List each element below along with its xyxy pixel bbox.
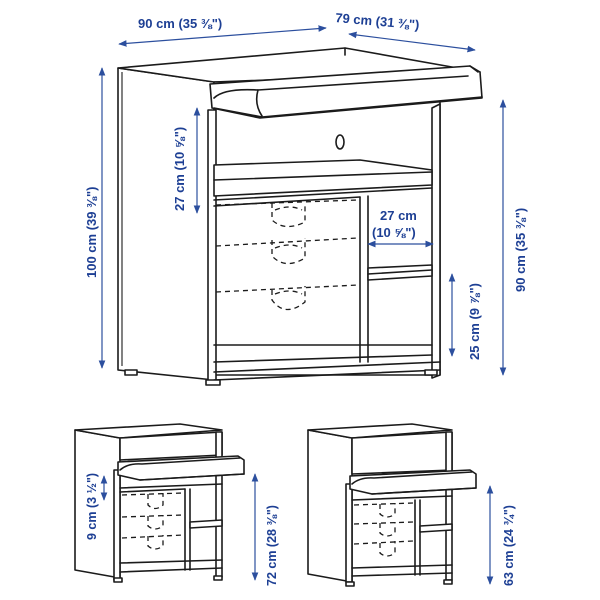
small-left-height-dimension: 72 cm (28 ⅜") bbox=[251, 473, 279, 586]
main-height-dimension: 100 cm (39 ⅜") bbox=[84, 67, 106, 369]
main-depth-label: 79 cm (31 ⅜") bbox=[335, 10, 420, 32]
small-left-rail-dimension: 9 cm (3 ½") bbox=[85, 473, 108, 540]
main-table-height-label: 90 cm (35 ⅜") bbox=[513, 208, 528, 292]
main-depth-dimension: 79 cm (31 ⅜") bbox=[335, 10, 476, 53]
small-right-unit bbox=[307, 423, 477, 587]
small-left-unit bbox=[74, 423, 245, 583]
compartment-width-in-label: (10 ⅝") bbox=[372, 225, 416, 240]
main-shelf-height-label: 27 cm (10 ⅝") bbox=[172, 127, 187, 211]
lower-compartment-label: 25 cm (9 ⅞") bbox=[467, 283, 482, 360]
main-unit bbox=[117, 47, 483, 386]
small-right-height-label: 63 cm (24 ¾") bbox=[502, 505, 516, 586]
main-table-height-dimension: 90 cm (35 ⅜") bbox=[499, 99, 528, 376]
main-width-dimension: 90 cm (35 ⅜") bbox=[118, 16, 327, 47]
main-height-label: 100 cm (39 ⅜") bbox=[84, 187, 99, 278]
lower-compartment-dimension: 25 cm (9 ⅞") bbox=[448, 273, 482, 360]
small-right-height-dimension: 63 cm (24 ¾") bbox=[486, 485, 516, 586]
compartment-width-dimension: 27 cm (10 ⅝") bbox=[367, 208, 434, 248]
compartment-width-cm-label: 27 cm bbox=[380, 208, 417, 223]
main-width-label: 90 cm (35 ⅜") bbox=[138, 16, 222, 31]
small-left-rail-label: 9 cm (3 ½") bbox=[85, 473, 99, 540]
main-shelf-height-dimension: 27 cm (10 ⅝") bbox=[172, 107, 201, 214]
small-left-height-label: 72 cm (28 ⅜") bbox=[265, 505, 279, 586]
